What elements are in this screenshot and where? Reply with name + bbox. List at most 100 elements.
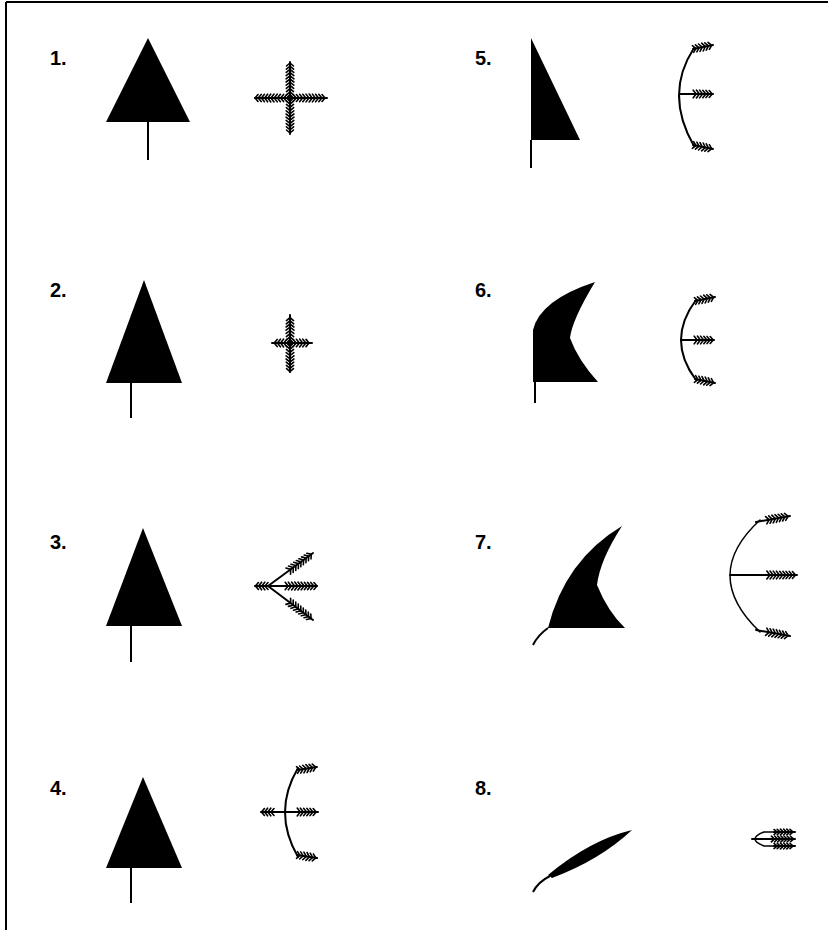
ray-leaflet xyxy=(286,73,294,76)
ray-leaflet xyxy=(786,571,789,578)
ray-leaflet xyxy=(769,629,773,637)
ray-leaflet xyxy=(286,79,294,82)
callout-number: 6. xyxy=(475,280,492,300)
ray-leaflet xyxy=(778,630,782,637)
ray-leaflet xyxy=(286,334,293,337)
ray-leaflet xyxy=(287,63,294,66)
ray-leaflet xyxy=(311,582,314,589)
ray-leaflet xyxy=(784,632,788,639)
fin-stem xyxy=(130,383,132,418)
ray-leaflet xyxy=(307,808,310,815)
fin-stem xyxy=(130,868,132,903)
ray-leaflet xyxy=(778,836,781,842)
ray-leaflet xyxy=(258,94,261,101)
ray-leaflet xyxy=(286,365,293,368)
ray-leaflet xyxy=(767,571,770,579)
ray-leaflet xyxy=(773,571,776,579)
ray-leaflet xyxy=(706,90,709,97)
ray-leaflet xyxy=(705,43,709,50)
ray-leaflet xyxy=(271,809,274,816)
ray-leaflet xyxy=(310,808,313,815)
ray-leaflet xyxy=(297,852,300,859)
ray-leaflet xyxy=(789,571,792,578)
ray-leaflet xyxy=(309,853,313,860)
callout-number: 8. xyxy=(475,778,492,798)
ray-leaflet xyxy=(300,94,303,101)
ray-leaflet xyxy=(294,562,299,568)
ray-leaflet xyxy=(286,353,294,356)
ray-leaflet xyxy=(710,379,714,386)
ray-leaflet xyxy=(286,127,293,130)
ray-leaflet xyxy=(319,94,322,101)
ray-leaflet xyxy=(766,517,770,524)
ray-leaflet xyxy=(277,94,280,101)
ray-leaflet xyxy=(297,808,300,816)
ray-leaflet xyxy=(287,130,294,133)
ray-leaflet xyxy=(286,69,293,72)
ray-spine xyxy=(268,553,313,586)
fin-stem xyxy=(534,382,536,403)
ray-leaflet xyxy=(697,297,701,304)
ray-leaflet xyxy=(286,321,293,324)
ray-leaflet xyxy=(787,836,790,841)
ray-leaflet xyxy=(771,836,774,842)
ray-leaflet xyxy=(306,94,309,102)
frame-left xyxy=(5,2,7,930)
ray-leaflet xyxy=(701,296,705,303)
ray-leaflet xyxy=(303,765,307,773)
ray-leaflet xyxy=(710,294,714,301)
ray-leaflet xyxy=(312,854,315,861)
ray-leaflet xyxy=(703,90,706,97)
ray-leaflet xyxy=(306,853,310,861)
ray-leaflet xyxy=(296,606,301,612)
ray-leaflet xyxy=(297,767,300,774)
ray-leaflet xyxy=(301,610,306,616)
ray-leaflet xyxy=(701,336,704,344)
fin-stem xyxy=(533,628,548,645)
callout-number: 5. xyxy=(475,48,492,68)
ray-leaflet xyxy=(274,339,277,346)
ray-leaflet xyxy=(766,628,770,635)
ray-leaflet xyxy=(286,85,293,88)
callout-number: 2. xyxy=(50,280,67,300)
ray-leaflet xyxy=(291,602,296,608)
ray-leaflet xyxy=(277,339,280,347)
ray-leaflet xyxy=(261,94,264,101)
ray-leaflet xyxy=(293,95,296,102)
ray-leaflet xyxy=(286,76,294,79)
ray-leaflet xyxy=(300,766,303,773)
ray-spine xyxy=(268,586,313,620)
ray-leaflet xyxy=(265,94,268,102)
ray-leaflet xyxy=(255,583,258,590)
ray-leaflet xyxy=(262,582,265,590)
fin-shapes xyxy=(106,38,632,903)
ray-leaflet xyxy=(284,339,287,346)
ray-leaflet xyxy=(780,571,783,578)
ray-leaflet xyxy=(697,336,700,344)
ray-leaflet xyxy=(694,298,698,305)
ray-leaflet xyxy=(792,572,795,579)
ray-leaflet xyxy=(312,94,315,102)
ray-leaflet xyxy=(705,144,709,151)
ray-leaflet xyxy=(780,829,783,835)
triangle-fin xyxy=(106,777,182,868)
ray-leaflet xyxy=(284,95,287,102)
frame xyxy=(6,2,828,930)
ray-leaflet xyxy=(772,515,776,523)
ray-leaflet xyxy=(781,514,785,521)
fin-stem xyxy=(130,626,132,662)
ray-leaflet xyxy=(290,340,293,347)
ray-leaflet xyxy=(286,327,294,330)
ray-leaflet xyxy=(695,142,699,149)
ray-leaflet xyxy=(708,145,712,152)
ray-leaflet xyxy=(787,829,790,835)
ray-leaflet xyxy=(286,124,293,127)
ray-leaflet xyxy=(281,339,284,347)
ray-leaflet xyxy=(699,143,703,150)
ray-leaflet xyxy=(265,808,268,816)
triangle-fin xyxy=(106,38,190,122)
ray-leaflet xyxy=(300,339,303,347)
ray-leaflet xyxy=(271,94,274,102)
ray-leaflet xyxy=(300,852,303,859)
